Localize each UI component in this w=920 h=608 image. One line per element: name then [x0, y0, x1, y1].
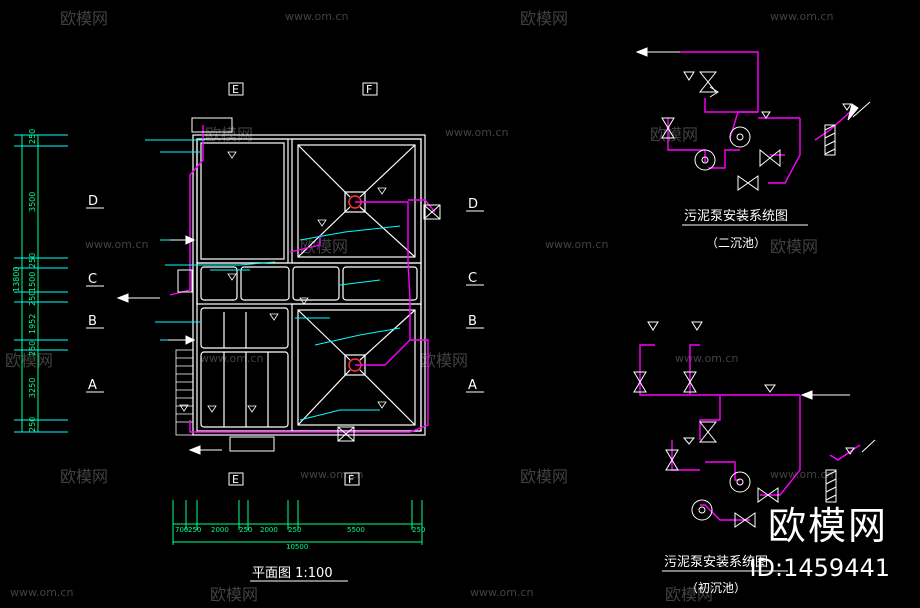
detail-fittings — [635, 47, 871, 191]
watermark-brand: 欧模网 — [520, 467, 568, 486]
dim-label: 250 — [239, 526, 252, 534]
row-label-c: C — [88, 272, 97, 287]
left-dimension-labels: 250 3500 250 1500 250 1952 250 3250 250 … — [12, 129, 37, 432]
watermark-url: www.om.cn — [470, 586, 533, 599]
dim-label: 250 — [28, 417, 37, 432]
watermark-url: www.om.cn — [770, 468, 833, 481]
col-label-f-top: F — [366, 83, 372, 96]
dim-label: 2000 — [211, 526, 229, 534]
dim-label: 250 — [188, 526, 201, 534]
water-level-marks — [179, 151, 387, 413]
detail-secondary-clarifier: 污泥泵安装系统图 （二沉池） — [635, 47, 871, 250]
left-dimension-chain — [14, 134, 68, 433]
row-label-d-right: D — [468, 197, 478, 212]
row-label-c-right: C — [468, 271, 477, 286]
detail-primary-clarifier: 污泥泵安装系统图 （初沉池） — [633, 321, 876, 595]
plan-valves — [177, 117, 441, 452]
detail-top-subtitle: （二沉池） — [706, 236, 766, 250]
watermark-brand: 欧模网 — [770, 237, 818, 256]
sludge-pipes-plan — [169, 125, 436, 433]
column-labels: E F E F — [228, 82, 378, 486]
dim-label: 1952 — [28, 314, 37, 334]
water-pipes-plan — [145, 139, 401, 421]
brand-overlay-id: ID:1459441 — [749, 554, 890, 582]
detail-pipes — [667, 51, 851, 184]
dim-total: 13800 — [12, 267, 21, 292]
plan-view: 250 3500 250 1500 250 1952 250 3250 250 … — [12, 82, 484, 582]
detail-bottom-subtitle: （初沉池） — [686, 581, 746, 595]
detail-pipes — [639, 344, 861, 521]
watermark-url: www.om.cn — [10, 586, 73, 599]
watermark-brand: 欧模网 — [300, 237, 348, 256]
watermark-brand: 欧模网 — [60, 9, 108, 28]
row-label-b: B — [88, 314, 97, 329]
brand-overlay-logo: 欧模网 — [767, 504, 888, 548]
watermark-brand: 欧模网 — [210, 585, 258, 604]
row-labels-left: D C B A — [88, 194, 98, 393]
detail-top-title: 污泥泵安装系统图 — [684, 209, 788, 224]
dim-label: 1500 — [28, 272, 37, 292]
row-label-a: A — [88, 378, 97, 393]
dim-label: 250 — [288, 526, 301, 534]
col-label-e-bottom: E — [232, 473, 239, 486]
dim-label: 250 — [412, 526, 425, 534]
bottom-dimension-chain — [172, 500, 423, 545]
dim-label: 3500 — [28, 192, 37, 212]
row-label-b-right: B — [468, 314, 477, 329]
col-label-f-bottom: F — [348, 473, 354, 486]
watermark-layer: 欧模网 www.om.cn 欧模网 www.om.cn 欧模网 www.om.c… — [5, 9, 833, 604]
plan-title: 平面图 1:100 — [252, 566, 333, 581]
row-label-a-right: A — [468, 378, 477, 393]
row-label-d: D — [88, 194, 98, 209]
watermark-url: www.om.cn — [300, 468, 363, 481]
tank-outline — [192, 134, 426, 436]
plan-flow-arrows — [116, 235, 222, 455]
watermark-url: www.om.cn — [285, 10, 348, 23]
dim-label: 2000 — [260, 526, 278, 534]
watermark-brand: 欧模网 — [520, 9, 568, 28]
watermark-url: www.om.cn — [675, 352, 738, 365]
watermark-url: www.om.cn — [85, 238, 148, 251]
dim-label: 250 — [28, 129, 37, 144]
row-labels-right: D C B A — [468, 197, 478, 393]
watermark-brand: 欧模网 — [60, 467, 108, 486]
watermark-brand: 欧模网 — [665, 585, 713, 604]
dim-total: 10500 — [286, 543, 308, 551]
dim-label: 700 — [175, 526, 188, 534]
dim-label: 250 — [28, 341, 37, 356]
col-label-e-top: E — [232, 83, 239, 96]
watermark-brand: 欧模网 — [5, 351, 53, 370]
watermark-brand: 欧模网 — [650, 125, 698, 144]
dim-label: 250 — [28, 253, 37, 268]
bottom-dimension-labels: 700 250 2000 250 2000 250 5500 250 10500 — [175, 526, 425, 551]
dim-label: 5500 — [347, 526, 365, 534]
watermark-url: www.om.cn — [445, 126, 508, 139]
watermark-url: www.om.cn — [200, 352, 263, 365]
watermark-url: www.om.cn — [770, 10, 833, 23]
detail-bottom-title: 污泥泵安装系统图 — [664, 555, 768, 570]
dim-label: 3250 — [28, 378, 37, 398]
watermark-brand: 欧模网 — [420, 351, 468, 370]
detail-fittings — [633, 321, 876, 528]
watermark-url: www.om.cn — [545, 238, 608, 251]
row-label-ticks — [86, 207, 484, 393]
dim-label: 250 — [28, 291, 37, 306]
